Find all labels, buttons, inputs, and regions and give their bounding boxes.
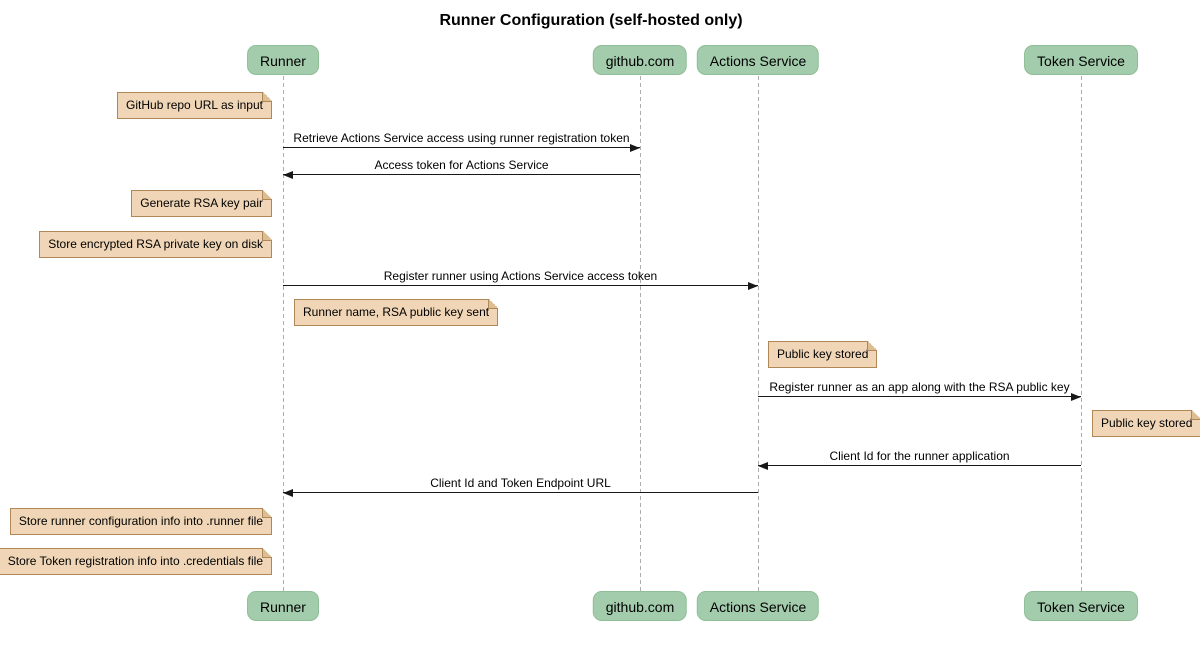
message-register-runner: Register runner using Actions Service ac… (283, 269, 758, 290)
note-store-runner-file: Store runner configuration info into .ru… (9, 508, 273, 535)
participant-top-actions-service: Actions Service (696, 45, 820, 75)
message-register-runner-app: Register runner as an app along with the… (758, 380, 1081, 401)
participant-top-token-service: Token Service (1024, 45, 1138, 75)
lifeline-actions-service (758, 76, 759, 591)
lifeline-github (640, 76, 641, 591)
message-client-id: Client Id for the runner application (758, 449, 1081, 470)
note-github-repo-url: GitHub repo URL as input (117, 92, 272, 119)
note-store-private-key: Store encrypted RSA private key on disk (39, 231, 272, 258)
lifeline-runner (283, 76, 284, 591)
note-runner-name-sent: Runner name, RSA public key sent (294, 299, 499, 326)
participant-bottom-runner: Runner (247, 591, 319, 621)
message-client-id-endpoint: Client Id and Token Endpoint URL (283, 476, 758, 497)
participant-bottom-actions-service: Actions Service (696, 591, 820, 621)
note-public-key-stored-token: Public key stored (1092, 410, 1200, 437)
note-generate-rsa: Generate RSA key pair (131, 190, 272, 217)
participant-top-runner: Runner (247, 45, 319, 75)
message-retrieve-actions-access: Retrieve Actions Service access using ru… (283, 131, 640, 152)
message-access-token: Access token for Actions Service (283, 158, 640, 179)
lifeline-token-service (1081, 76, 1082, 591)
participant-bottom-token-service: Token Service (1024, 591, 1138, 621)
participant-bottom-github: github.com (592, 591, 688, 621)
note-public-key-stored-actions: Public key stored (768, 341, 878, 368)
note-store-credentials-file: Store Token registration info into .cred… (0, 548, 273, 575)
diagram-title: Runner Configuration (self-hosted only) (439, 12, 743, 29)
participant-top-github: github.com (592, 45, 688, 75)
